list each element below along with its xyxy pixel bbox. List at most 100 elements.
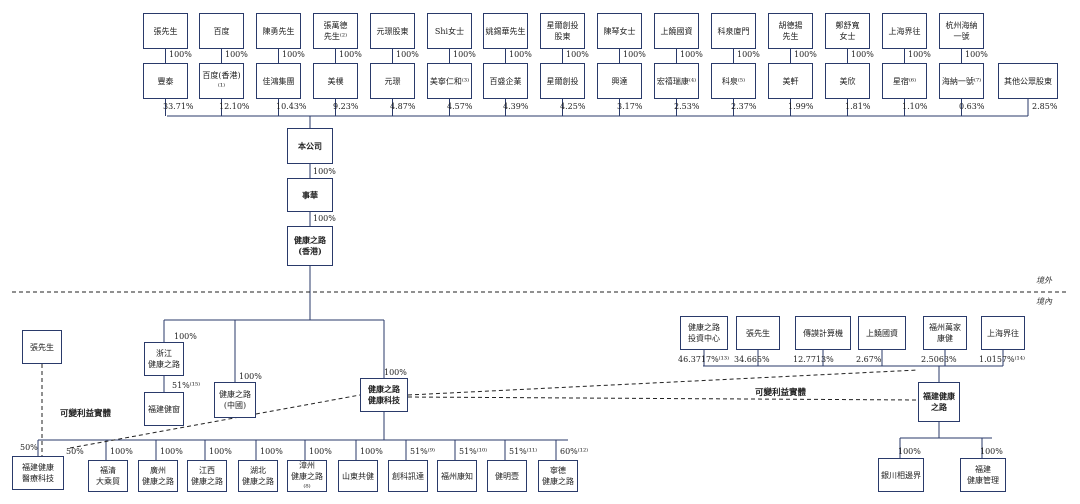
shareholder-pct: 2.37%	[731, 102, 757, 111]
shareholder-pct: 9.23%	[333, 102, 359, 111]
vie-label-right: 可變利益實體	[755, 388, 807, 398]
shareholder-pct: 1.10%	[902, 102, 928, 111]
subsidiary-pct: 100%	[160, 447, 183, 456]
tech-to-fujian-vie-2	[407, 396, 919, 401]
subsidiary-pct: 100%	[360, 447, 383, 456]
shareholder-pct: 0.63%	[959, 102, 985, 111]
shareholder-pct: 4.39%	[503, 102, 529, 111]
right-holder-pct: 2.67%	[856, 355, 882, 364]
right-sub-box: 銀川相邊界	[878, 458, 924, 492]
subsidiary-box: 寧德 健康之路	[538, 460, 578, 492]
shareholder-box: 美軒	[768, 63, 813, 99]
subsidiary-box: 山東共健	[338, 460, 378, 492]
right-sub-box: 福建 健康管理	[960, 458, 1006, 492]
subsidiary-pct: 100%	[260, 447, 283, 456]
top-holder-pct: 100%	[851, 50, 874, 59]
subsidiary-box: 創科訊達	[388, 460, 428, 492]
top-holder-box: 星爾創投 股東	[540, 13, 585, 49]
shareholder-box: 其他公眾股東	[998, 63, 1058, 99]
top-holder-box: 百度	[199, 13, 244, 49]
subsidiary-box: 漳州 健康之路⁽⁸⁾	[287, 460, 327, 492]
top-holder-pct: 100%	[623, 50, 646, 59]
shareholder-box: 美寧仁和⁽³⁾	[427, 63, 472, 99]
top-holder-pct: 100%	[737, 50, 760, 59]
shareholder-pct: 2.85%	[1032, 102, 1058, 111]
top-holder-box: 陳琴女士	[597, 13, 642, 49]
top-holder-pct: 100%	[339, 50, 362, 59]
top-holder-box: Shi女士	[427, 13, 472, 49]
shareholder-pct: 33.71%	[163, 102, 194, 111]
shareholder-pct: 4.57%	[447, 102, 473, 111]
tech-pct: 100%	[384, 368, 407, 377]
shareholder-pct: 4.25%	[560, 102, 586, 111]
shareholder-pct: 1.81%	[845, 102, 871, 111]
top-holder-box: 張萬德 先生⁽²⁾	[313, 13, 358, 49]
subsidiary-pct: 51%⁽¹¹⁾	[509, 447, 538, 456]
top-holder-box: 上饒國資	[654, 13, 699, 49]
shareholder-pct: 4.87%	[390, 102, 416, 111]
medical-tech-pct: 50%	[66, 447, 84, 456]
shareholder-pct: 12.10%	[219, 102, 250, 111]
top-holder-box: 胡德揚 先生	[768, 13, 813, 49]
subsidiary-box: 湖北 健康之路	[238, 460, 278, 492]
china-pct: 100%	[239, 372, 262, 381]
right-holder-box: 傳謨計算機	[795, 316, 851, 350]
tech-to-fujian-vie	[407, 369, 919, 396]
fujian-jk-box: 福建健窗	[144, 392, 184, 426]
zone-outside-label: 境外	[1036, 276, 1052, 285]
right-holder-pct: 46.3717%⁽¹³⁾	[678, 355, 730, 364]
shareholder-pct: 10.43%	[276, 102, 307, 111]
china-box: 健康之路 (中國)	[214, 382, 256, 418]
shareholder-box: 宏禧瑞康⁽⁴⁾	[654, 63, 699, 99]
right-holder-box: 健康之路 投資中心	[680, 316, 728, 350]
shareholder-box: 星宿⁽⁶⁾	[882, 63, 927, 99]
top-holder-box: 張先生	[143, 13, 188, 49]
subsidiary-box: 福州康知	[437, 460, 477, 492]
top-holder-pct: 100%	[509, 50, 532, 59]
right-holder-box: 上海界往	[981, 316, 1025, 350]
top-holder-box: 姚錫華先生	[483, 13, 528, 49]
subsidiary-box: 廣州 健康之路	[138, 460, 178, 492]
shareholder-box: 百盛企業	[483, 63, 528, 99]
subsidiary-box: 福清 大乘貿	[88, 460, 128, 492]
top-holder-box: 元璟股東	[370, 13, 415, 49]
top-holder-box: 上海界往	[882, 13, 927, 49]
shareholder-pct: 3.17%	[617, 102, 643, 111]
zhejiang-pct: 100%	[174, 332, 197, 341]
subsidiary-pct: 60%⁽¹²⁾	[560, 447, 589, 456]
top-holder-box: 陳勇先生	[256, 13, 301, 49]
tech-to-medical-vie	[69, 394, 361, 449]
company-box: 本公司	[287, 128, 333, 164]
top-holder-pct: 100%	[396, 50, 419, 59]
top-holder-box: 杭州海納 一號	[939, 13, 984, 49]
top-holder-pct: 100%	[225, 50, 248, 59]
zhejiang-box: 浙江 健康之路	[144, 342, 184, 376]
top-holder-pct: 100%	[566, 50, 589, 59]
top-holder-pct: 100%	[453, 50, 476, 59]
top-holder-pct: 100%	[965, 50, 988, 59]
shareholder-box: 豐泰	[143, 63, 188, 99]
vie-label-left: 可變利益實體	[60, 409, 112, 419]
fujian-jk-pct: 51%⁽¹⁵⁾	[172, 381, 201, 390]
right-holder-box: 福州萬家 康健	[923, 316, 967, 350]
shareholder-box: 科泉⁽⁵⁾	[711, 63, 756, 99]
subsidiary-pct: 100%	[110, 447, 133, 456]
right-holder-pct: 12.7713%	[793, 355, 834, 364]
top-holder-box: 科泉廈門	[711, 13, 756, 49]
right-holder-box: 張先生	[736, 316, 780, 350]
top-holder-pct: 100%	[680, 50, 703, 59]
subsidiary-pct: 100%	[309, 447, 332, 456]
top-holder-pct: 100%	[169, 50, 192, 59]
right-holder-pct: 2.5063%	[921, 355, 957, 364]
shareholder-box: 佳鴻集團	[256, 63, 301, 99]
top-holder-box: 鄭舒寬 女士	[825, 13, 870, 49]
right-fujian-box: 福建健康 之路	[918, 382, 960, 422]
shareholder-box: 美樸	[313, 63, 358, 99]
zone-inside-label: 境內	[1036, 297, 1052, 306]
left-zhang-pct: 50%	[20, 443, 38, 452]
shihua-pct: 100%	[313, 214, 336, 223]
company-pct: 100%	[313, 167, 336, 176]
shareholder-box: 興達	[597, 63, 642, 99]
top-holder-pct: 100%	[794, 50, 817, 59]
